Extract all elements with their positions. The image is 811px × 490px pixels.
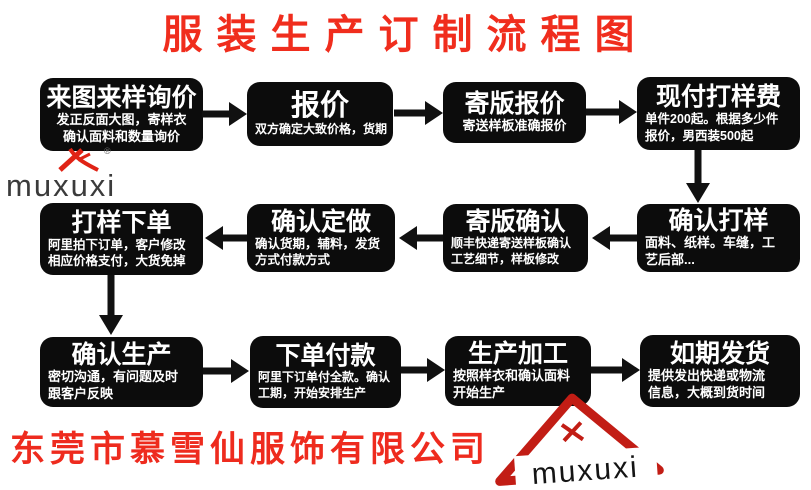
flow-step-sampling-fee: 现付打样费 单件200起。根据多少件 报价，男西装500起 <box>637 77 800 150</box>
flow-step-title: 报价 <box>290 89 349 122</box>
arrow-left-icon <box>205 226 247 250</box>
arrow-down-icon <box>686 150 710 203</box>
flow-step-desc-line: 确认货期，辅料，发货 <box>255 236 381 251</box>
flow-step-desc-line: 按照样衣和确认面料 <box>453 368 571 384</box>
arrow-left-icon <box>399 226 443 250</box>
arrow-right-icon <box>401 358 445 382</box>
flow-step-order-payment: 下单付款 阿里下订单付全款。确认 工期，开始安排生产 <box>250 336 401 408</box>
flow-step-confirm-production: 确认生产 密切沟通，有问题及时 跟客户反映 <box>40 337 203 407</box>
flow-step-title: 打样下单 <box>71 208 172 237</box>
muxuxi-logo-text: muxuxi <box>6 168 117 203</box>
flow-step-title: 确认生产 <box>71 341 172 370</box>
flow-step-desc-line: 发正反面大图，寄样衣 <box>56 111 187 127</box>
flow-step-title: 寄版确认 <box>465 208 566 237</box>
arrow-down-icon <box>99 275 123 335</box>
flow-step-desc-line: 阿里下订单付全款。确认 <box>258 370 391 385</box>
flow-step-desc-line: 双方确定大致价格，货期 <box>255 122 388 137</box>
flow-step-desc-line: 工期，开始安排生产 <box>258 386 367 400</box>
arrow-right-icon <box>203 359 249 383</box>
arrow-left-icon <box>592 226 637 250</box>
flow-step-desc-line: 面料、纸样。车缝，工 <box>645 235 776 251</box>
arrow-right-icon <box>394 101 443 125</box>
flow-step-desc-line: 工艺细节，样板修改 <box>451 252 560 266</box>
flow-step-desc-line: 报价，男西装500起 <box>645 128 754 143</box>
flow-step-desc-line: 单件200起。根据多少件 <box>645 112 779 127</box>
stamp-logo-text: muxuxi <box>531 451 640 490</box>
muxuxi-logo: ® muxuxi <box>6 146 166 208</box>
flow-step-desc-line: 顺丰快递寄送样板确认 <box>451 236 572 251</box>
flow-step-desc-line: 提供发出快递或物流 <box>648 368 766 384</box>
flow-step-desc-line: 艺后部... <box>645 252 695 267</box>
flow-step-desc-line: 寄送样板准确报价 <box>462 118 567 134</box>
triangle-stamp-icon: muxuxi <box>495 393 664 490</box>
flow-step-title: 确认打样 <box>668 207 769 236</box>
flow-step-confirm-sample: 确认打样 面料、纸样。车缝，工 艺后部... <box>637 204 800 272</box>
arrow-right-icon <box>202 102 247 126</box>
flow-step-confirm-order: 确认定做 确认货期，辅料，发货 方式付款方式 <box>247 204 395 272</box>
flow-step-title: 来图来样询价 <box>46 83 197 112</box>
flow-step-sample-order: 打样下单 阿里拍下订单，客户修改 相应价格支付，大货免掉 <box>40 203 203 275</box>
flow-step-production: 生产加工 按照样衣和确认面料 开始生产 <box>445 336 591 406</box>
flow-step-desc-line: 信息，大概到货时间 <box>648 385 766 400</box>
flow-step-desc-line: 相应价格支付，大货免掉 <box>48 254 186 268</box>
flow-step-desc-line: 确认面料和数量询价 <box>62 128 180 144</box>
arrow-right-icon <box>591 358 640 382</box>
flow-step-title: 如期发货 <box>669 340 770 369</box>
registered-mark: ® <box>104 146 111 156</box>
flow-step-desc-line: 方式付款方式 <box>255 253 331 267</box>
flow-step-title: 生产加工 <box>467 340 568 369</box>
bird-logo-icon <box>58 147 99 172</box>
company-name: 东莞市慕雪仙服饰有限公司 <box>10 430 491 469</box>
flow-step-send-sample-confirm: 寄版确认 顺丰快递寄送样板确认 工艺细节，样板修改 <box>443 204 588 272</box>
flow-step-desc-line: 跟客户反映 <box>48 386 114 401</box>
flow-step-sample-quotation: 寄版报价 寄送样板准确报价 <box>443 82 586 143</box>
flow-step-title: 下单付款 <box>275 342 376 371</box>
flow-step-desc-line: 阿里拍下订单，客户修改 <box>48 237 186 252</box>
page-title: 服装生产订制流程图 <box>162 12 649 57</box>
flow-step-title: 现付打样费 <box>655 83 781 112</box>
arrow-right-icon <box>586 100 637 124</box>
flow-step-title: 寄版报价 <box>464 90 565 119</box>
flow-step-desc-line: 开始生产 <box>453 385 506 400</box>
flow-step-delivery: 如期发货 提供发出快递或物流 信息，大概到货时间 <box>640 335 800 407</box>
flow-step-quotation: 报价 双方确定大致价格，货期 <box>247 82 393 146</box>
flow-step-sample-inquiry: 来图来样询价 发正反面大图，寄样衣 确认面料和数量询价 <box>40 78 203 151</box>
flow-step-desc-line: 密切沟通，有问题及时 <box>48 369 179 385</box>
flow-step-title: 确认定做 <box>270 207 371 236</box>
